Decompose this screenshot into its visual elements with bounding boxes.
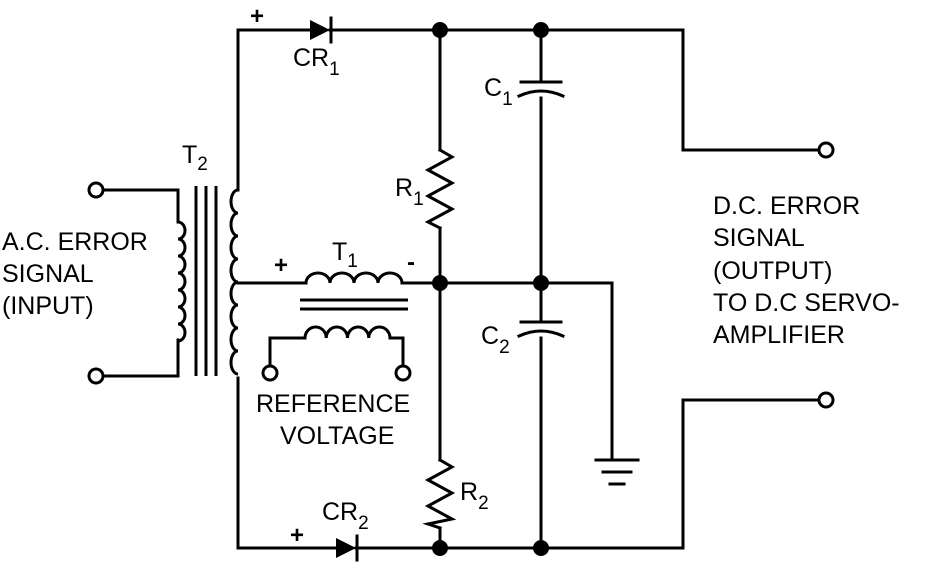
junction-dot xyxy=(432,275,448,291)
input-text-line: SIGNAL xyxy=(2,260,94,288)
junction-dots xyxy=(432,22,549,556)
resistor-r2 xyxy=(422,457,457,530)
ground-symbol xyxy=(594,458,640,486)
input-description: A.C. ERROR SIGNAL (INPUT) xyxy=(2,228,148,320)
junction-dot xyxy=(432,22,448,38)
t1-minus-sign: - xyxy=(407,249,415,276)
terminals xyxy=(87,141,835,409)
wire-input-top xyxy=(101,188,180,224)
label-r1: R1 xyxy=(395,174,424,210)
c1-curved-plate xyxy=(517,89,565,98)
label-t2: T2 xyxy=(182,141,208,175)
reference-text-line: VOLTAGE xyxy=(280,422,394,450)
t1-secondary-winding xyxy=(303,325,392,339)
junction-dot xyxy=(432,540,448,556)
output-text-line: AMPLIFIER xyxy=(713,321,845,349)
wire-top-right xyxy=(328,28,822,152)
junction-dot xyxy=(533,275,549,291)
input-text-line: (INPUT) xyxy=(2,292,94,320)
label-cr1: CR1 xyxy=(293,44,340,80)
wiring xyxy=(101,28,822,550)
input-text-line: A.C. ERROR xyxy=(2,228,148,256)
wire-reference-leads xyxy=(268,336,405,370)
wire-top-left xyxy=(236,28,314,192)
transformer-t2 xyxy=(177,186,239,376)
wire-input-bottom xyxy=(101,338,180,378)
wire-mid-node xyxy=(400,281,614,462)
t2-primary-winding xyxy=(177,220,187,343)
reference-terminal-left xyxy=(261,364,279,382)
resistor-r1 xyxy=(424,147,456,231)
transformer-t1 xyxy=(300,271,408,339)
label-c2: C2 xyxy=(481,322,510,358)
reference-terminal-right xyxy=(394,364,412,382)
c2-curved-plate xyxy=(517,329,565,338)
cr1-triangle xyxy=(310,20,330,40)
t1-primary-winding xyxy=(304,271,404,284)
input-terminal-bottom xyxy=(87,367,105,385)
input-terminal-top xyxy=(87,181,105,199)
output-text-line: (OUTPUT) xyxy=(713,257,832,285)
junction-dot xyxy=(533,540,549,556)
wire-bottom-right xyxy=(354,398,822,550)
label-c1: C1 xyxy=(484,74,513,110)
cr2-plus-sign: + xyxy=(290,522,304,549)
t1-plus-sign: + xyxy=(274,252,288,279)
capacitor-c1 xyxy=(517,80,565,98)
capacitor-c2 xyxy=(517,320,565,338)
reference-description: REFERENCE VOLTAGE xyxy=(256,390,410,450)
diode-cr2 xyxy=(336,534,359,562)
output-text-line: SIGNAL xyxy=(713,224,805,252)
cr1-plus-sign: + xyxy=(250,3,264,30)
label-t1: T1 xyxy=(332,238,358,272)
wire-bottom-left xyxy=(236,376,340,550)
diode-cr1 xyxy=(310,16,333,44)
junction-dot xyxy=(533,22,549,38)
label-r2: R2 xyxy=(460,478,489,514)
output-text-line: D.C. ERROR xyxy=(713,192,860,220)
cr2-triangle xyxy=(336,538,356,558)
label-cr2: CR2 xyxy=(322,498,369,534)
t2-secondary-winding xyxy=(229,188,239,376)
output-description: D.C. ERROR SIGNAL (OUTPUT) TO D.C SERVO-… xyxy=(713,192,900,349)
output-terminal-bottom xyxy=(817,391,835,409)
reference-text-line: REFERENCE xyxy=(256,390,410,418)
output-text-line: TO D.C SERVO- xyxy=(713,289,900,317)
output-terminal-top xyxy=(817,141,835,159)
